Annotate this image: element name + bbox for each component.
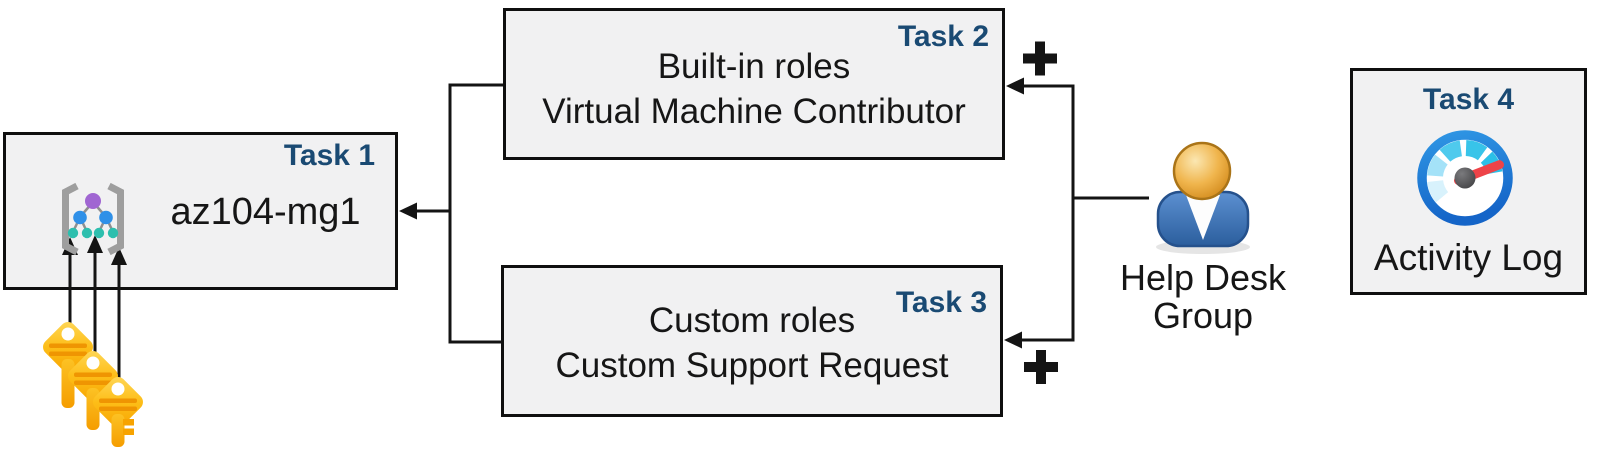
task2-tag: Task 2: [897, 20, 989, 53]
task3-line1: Custom roles: [648, 301, 856, 340]
task2-line1: Built-in roles: [657, 47, 851, 86]
task1-tag: Task 1: [283, 139, 375, 172]
arrowhead-task3: [1004, 331, 1022, 349]
plus-icon: [1023, 41, 1057, 76]
task4-caption: Activity Log: [1373, 237, 1564, 278]
arrowhead-task1: [399, 202, 417, 220]
task1-title: az104-mg1: [170, 191, 361, 233]
key-icon: [43, 322, 93, 408]
help-desk-line2: Group: [1152, 295, 1254, 336]
key-icon: [93, 377, 143, 447]
key-icon: [68, 351, 118, 430]
task1-box: Task 1 az104-mg1: [3, 132, 398, 290]
task2-box: Task 2 Built-in roles Virtual Machine Co…: [503, 8, 1005, 160]
help-desk-line1: Help Desk: [1119, 257, 1287, 298]
task2-text: Built-in roles Virtual Machine Contribut…: [506, 44, 1002, 134]
arrowhead-task2: [1006, 77, 1024, 95]
task4-box: Task 4 Activity Log: [1350, 68, 1587, 295]
plus-icon: [1024, 350, 1058, 384]
task2-line2: Virtual Machine Contributor: [542, 92, 966, 131]
help-desk-group-label: Help Desk Group: [1108, 259, 1298, 335]
task3-box: Task 3 Custom roles Custom Support Reque…: [501, 265, 1003, 417]
task3-line2: Custom Support Request: [555, 346, 949, 385]
branch-connector: [416, 83, 503, 344]
task3-text: Custom roles Custom Support Request: [504, 298, 1000, 388]
task3-tag: Task 3: [895, 286, 987, 319]
task4-tag: Task 4: [1422, 83, 1515, 116]
person-icon: [1156, 141, 1250, 254]
